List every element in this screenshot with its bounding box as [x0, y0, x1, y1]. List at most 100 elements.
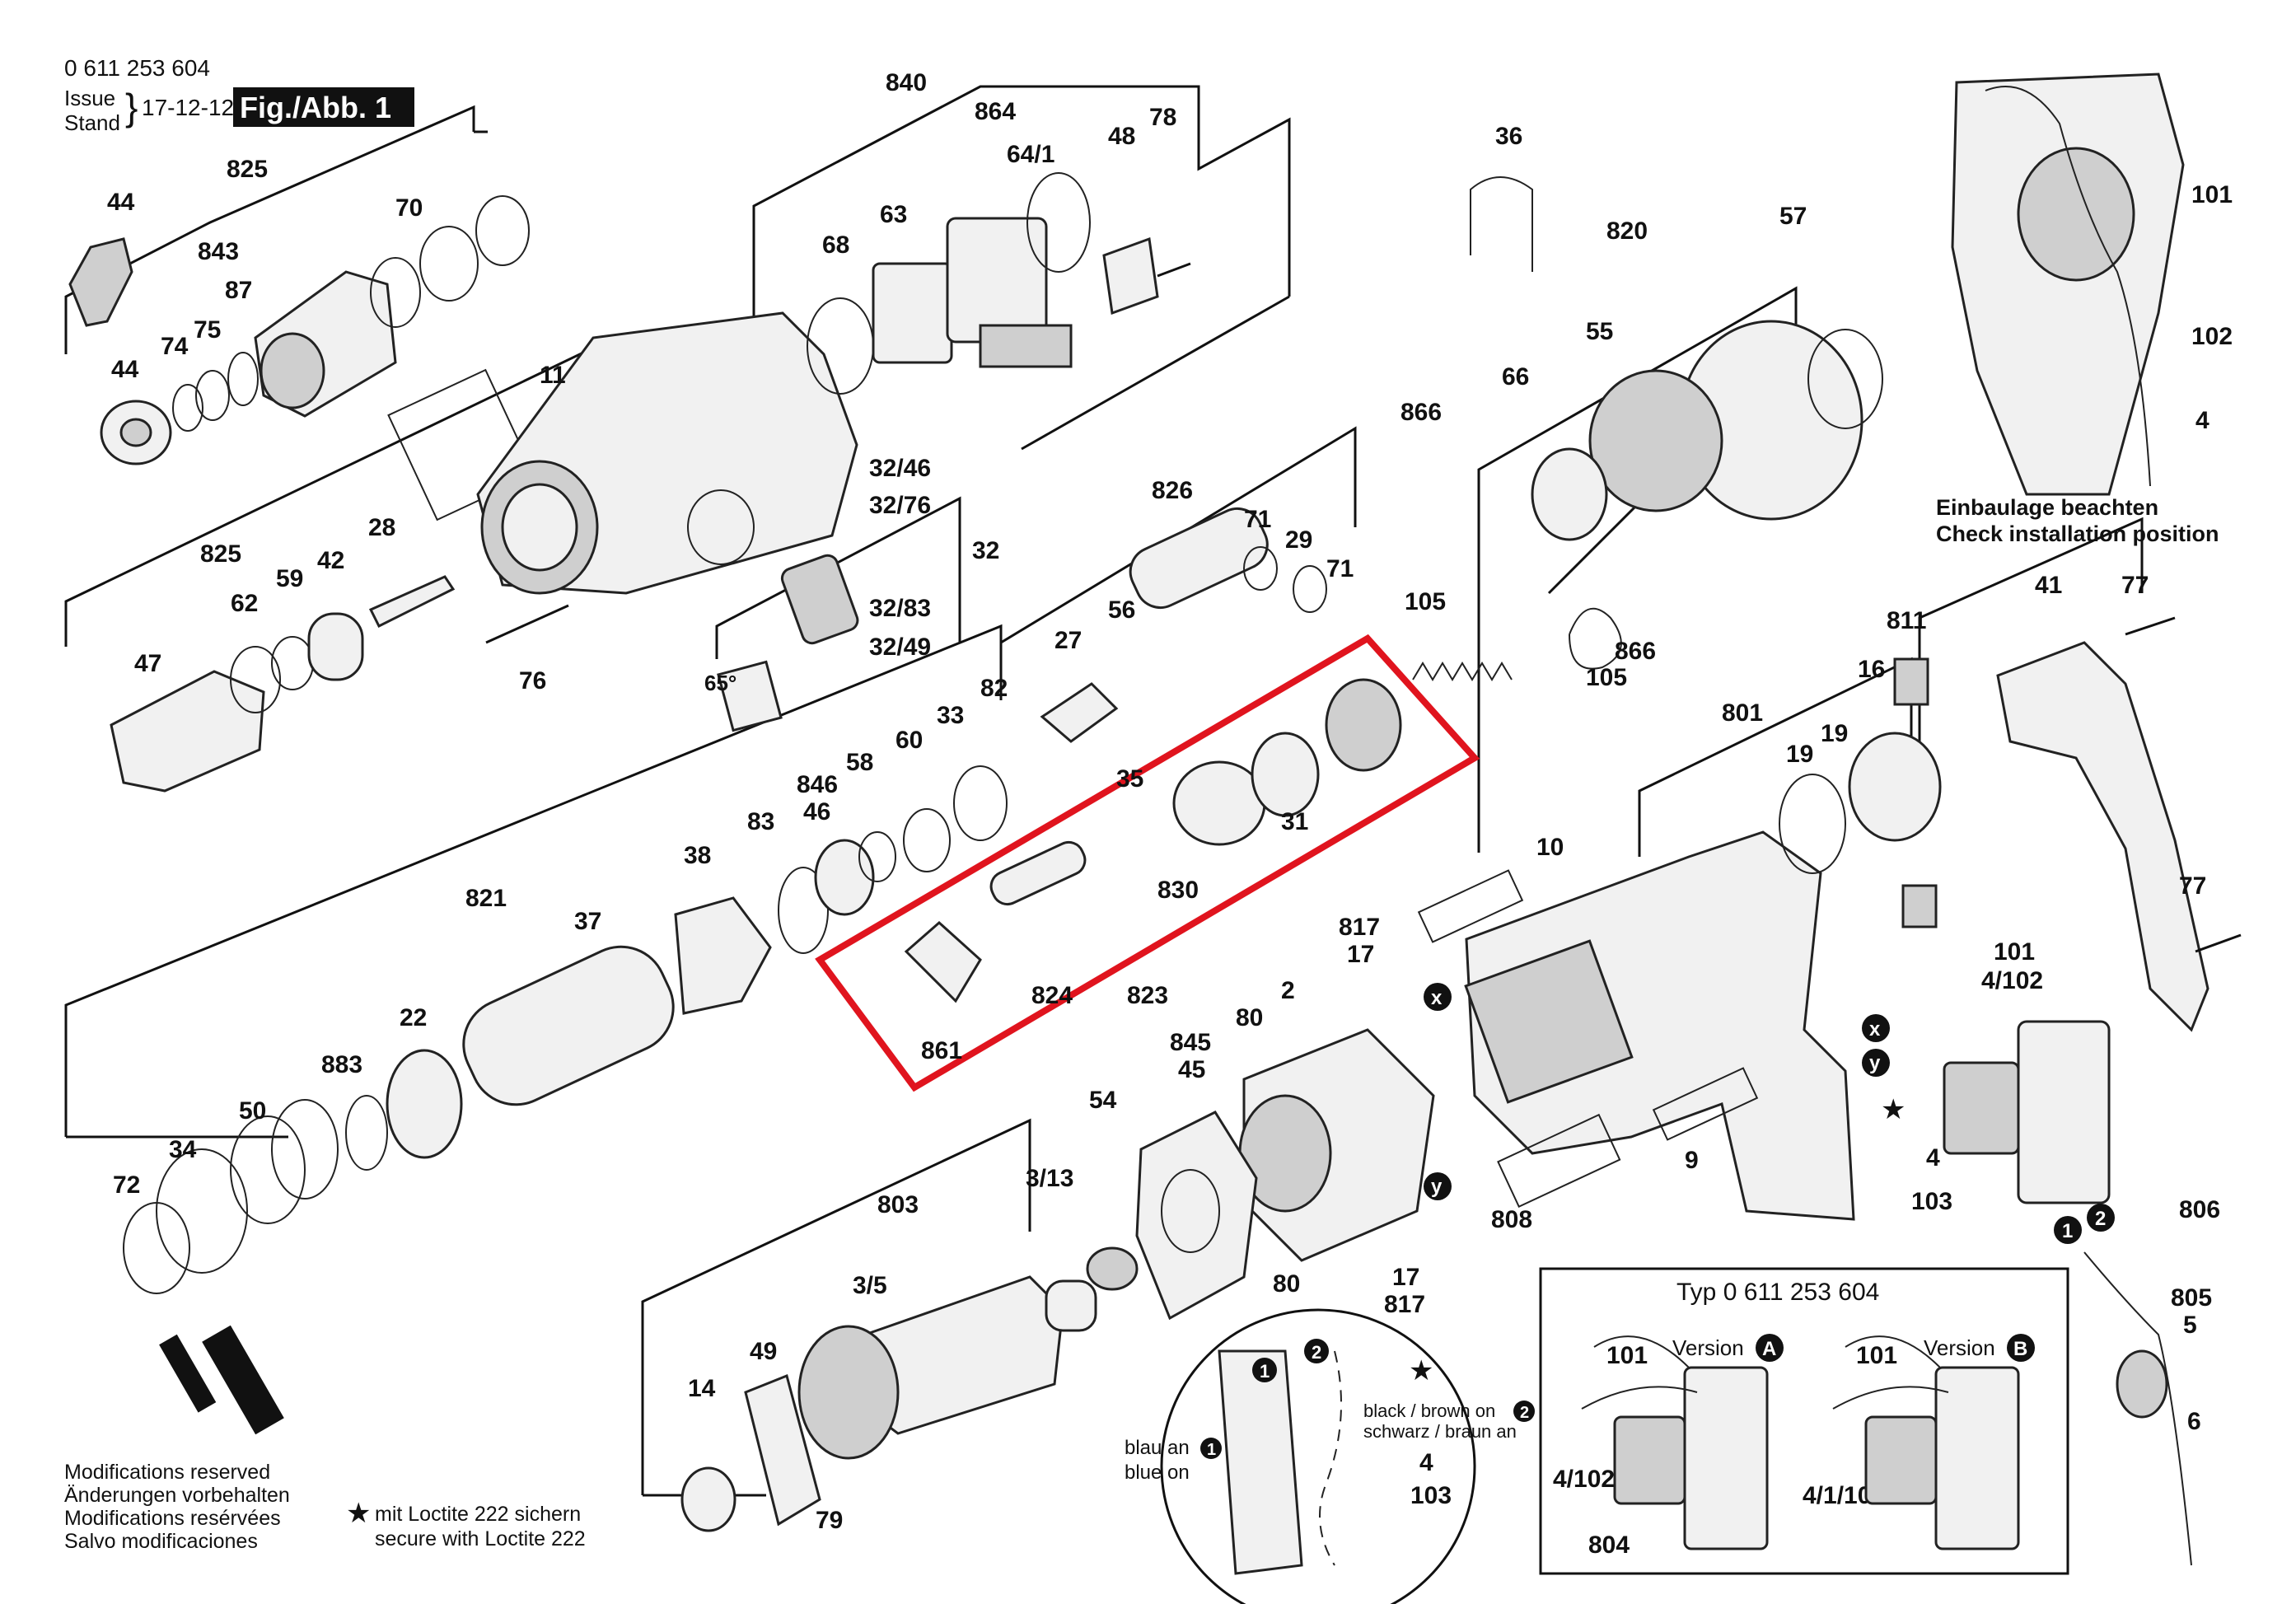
callout: 34	[169, 1136, 197, 1163]
blue-on-label: blue on	[1125, 1461, 1190, 1484]
callout: 4/102	[1553, 1466, 1615, 1493]
callout: 820	[1606, 217, 1648, 245]
callout: 103	[1911, 1188, 1952, 1215]
loctite-note-en: secure with Loctite 222	[375, 1527, 586, 1550]
callout: 87	[225, 277, 252, 304]
callout: 47	[134, 650, 161, 677]
callout: 77	[2121, 572, 2149, 599]
svg-text:}: }	[125, 86, 138, 129]
callout: 22	[400, 1004, 427, 1031]
callout: 41	[2035, 572, 2062, 599]
callout: 33	[937, 702, 964, 729]
callout: 65°	[704, 671, 736, 695]
svg-text:y: y	[1431, 1176, 1443, 1198]
callout: 70	[395, 194, 423, 222]
connection-markers: x y x y 1 2 ★	[1424, 983, 2115, 1244]
callout: 843	[198, 238, 239, 265]
callout: 823	[1127, 982, 1168, 1009]
callout: 10	[1536, 834, 1564, 861]
callout: 5	[2183, 1312, 2197, 1339]
callout: 19	[1786, 741, 1813, 768]
callout: 824	[1031, 982, 1073, 1009]
callout: 68	[822, 231, 849, 259]
switch-version-inset: Typ 0 611 253 604 Version A Version B	[1539, 1267, 2069, 1575]
svg-text:Modifications resérvées: Modifications resérvées	[64, 1507, 281, 1530]
callout: 845	[1170, 1029, 1211, 1056]
callout: 32	[972, 537, 999, 564]
wiring-detail: 1 2 ★ blau an blue on 1 black / brown on…	[1125, 1308, 1535, 1604]
figure-label: Fig./Abb. 1	[240, 91, 391, 124]
callout: 19	[1821, 720, 1848, 747]
callout: 66	[1502, 363, 1529, 390]
callout: 54	[1089, 1087, 1117, 1114]
callout: 866	[1615, 638, 1656, 665]
schwarz-braun-an-label: schwarz / braun an	[1363, 1421, 1517, 1442]
callout: 821	[465, 885, 507, 912]
callout: 16	[1858, 656, 1885, 683]
svg-text:x: x	[1431, 987, 1443, 1009]
callout: 44	[111, 356, 139, 383]
callout: 4	[1926, 1144, 1940, 1171]
svg-text:1: 1	[1260, 1361, 1270, 1382]
version-a-label: Version	[1672, 1335, 1744, 1360]
issue-label: Issue	[64, 86, 115, 110]
callout: 44	[107, 189, 135, 216]
callout: 105	[1405, 588, 1446, 615]
callout: 82	[980, 675, 1008, 702]
callout: 102	[2191, 323, 2233, 350]
callout: 101	[1856, 1342, 1897, 1369]
callout: 42	[317, 547, 344, 574]
svg-text:Salvo modificaciones: Salvo modificaciones	[64, 1530, 258, 1553]
callout: 11	[540, 362, 566, 389]
callout: 77	[2179, 872, 2206, 900]
loctite-star-icon: ★	[1409, 1356, 1433, 1387]
callout: 864	[975, 98, 1016, 125]
callout: 17	[1347, 941, 1374, 968]
callout: 71	[1244, 506, 1271, 533]
callout: 31	[1281, 808, 1308, 835]
callout: 55	[1586, 318, 1613, 345]
callout: 3/5	[853, 1272, 887, 1299]
callout: 76	[519, 667, 546, 694]
callout: 2	[1281, 977, 1295, 1004]
highlight-frame	[815, 634, 1480, 1092]
parts-artwork	[68, 72, 2242, 1566]
callout: 83	[747, 808, 774, 835]
callout: 808	[1491, 1206, 1532, 1233]
callout: 80	[1273, 1270, 1300, 1298]
callout: 32/46	[869, 455, 931, 482]
version-b-label: Version	[1924, 1335, 1995, 1360]
stand-label: Stand	[64, 110, 120, 135]
callout: 861	[921, 1037, 962, 1064]
svg-text:x: x	[1869, 1018, 1881, 1040]
install-note-en: Check installation position	[1936, 521, 2219, 546]
svg-text:1: 1	[1207, 1441, 1216, 1459]
callout: 49	[750, 1338, 777, 1365]
callout: 6	[2187, 1408, 2201, 1435]
callout: 75	[194, 316, 221, 344]
callout: 825	[227, 156, 268, 183]
version-a-letter: A	[1762, 1338, 1776, 1360]
callout: 817	[1339, 914, 1380, 941]
callout: 806	[2179, 1196, 2220, 1223]
callout-labels: 825 843 87 74 75 44 44 70 11 825 62 59 4…	[107, 69, 2233, 1559]
callout: 846	[797, 771, 838, 798]
version-b-letter: B	[2013, 1338, 2027, 1360]
callout: 38	[684, 842, 711, 869]
callout: 80	[1236, 1004, 1263, 1031]
callout: 883	[321, 1051, 362, 1078]
callout: 805	[2171, 1284, 2212, 1312]
callout: 29	[1285, 526, 1312, 554]
callout: 62	[231, 590, 258, 617]
inset-title: Typ 0 611 253 604	[1676, 1279, 1879, 1306]
callout: 60	[895, 727, 923, 754]
callout: 103	[1410, 1482, 1452, 1509]
callout: 32/83	[869, 595, 931, 622]
callout: 3/13	[1026, 1165, 1073, 1192]
callout: 72	[113, 1171, 140, 1199]
callout: 801	[1722, 699, 1763, 727]
callout: 37	[574, 908, 601, 935]
svg-text:Änderungen vorbehalten: Änderungen vorbehalten	[64, 1484, 290, 1507]
svg-text:2: 2	[2095, 1208, 2106, 1230]
